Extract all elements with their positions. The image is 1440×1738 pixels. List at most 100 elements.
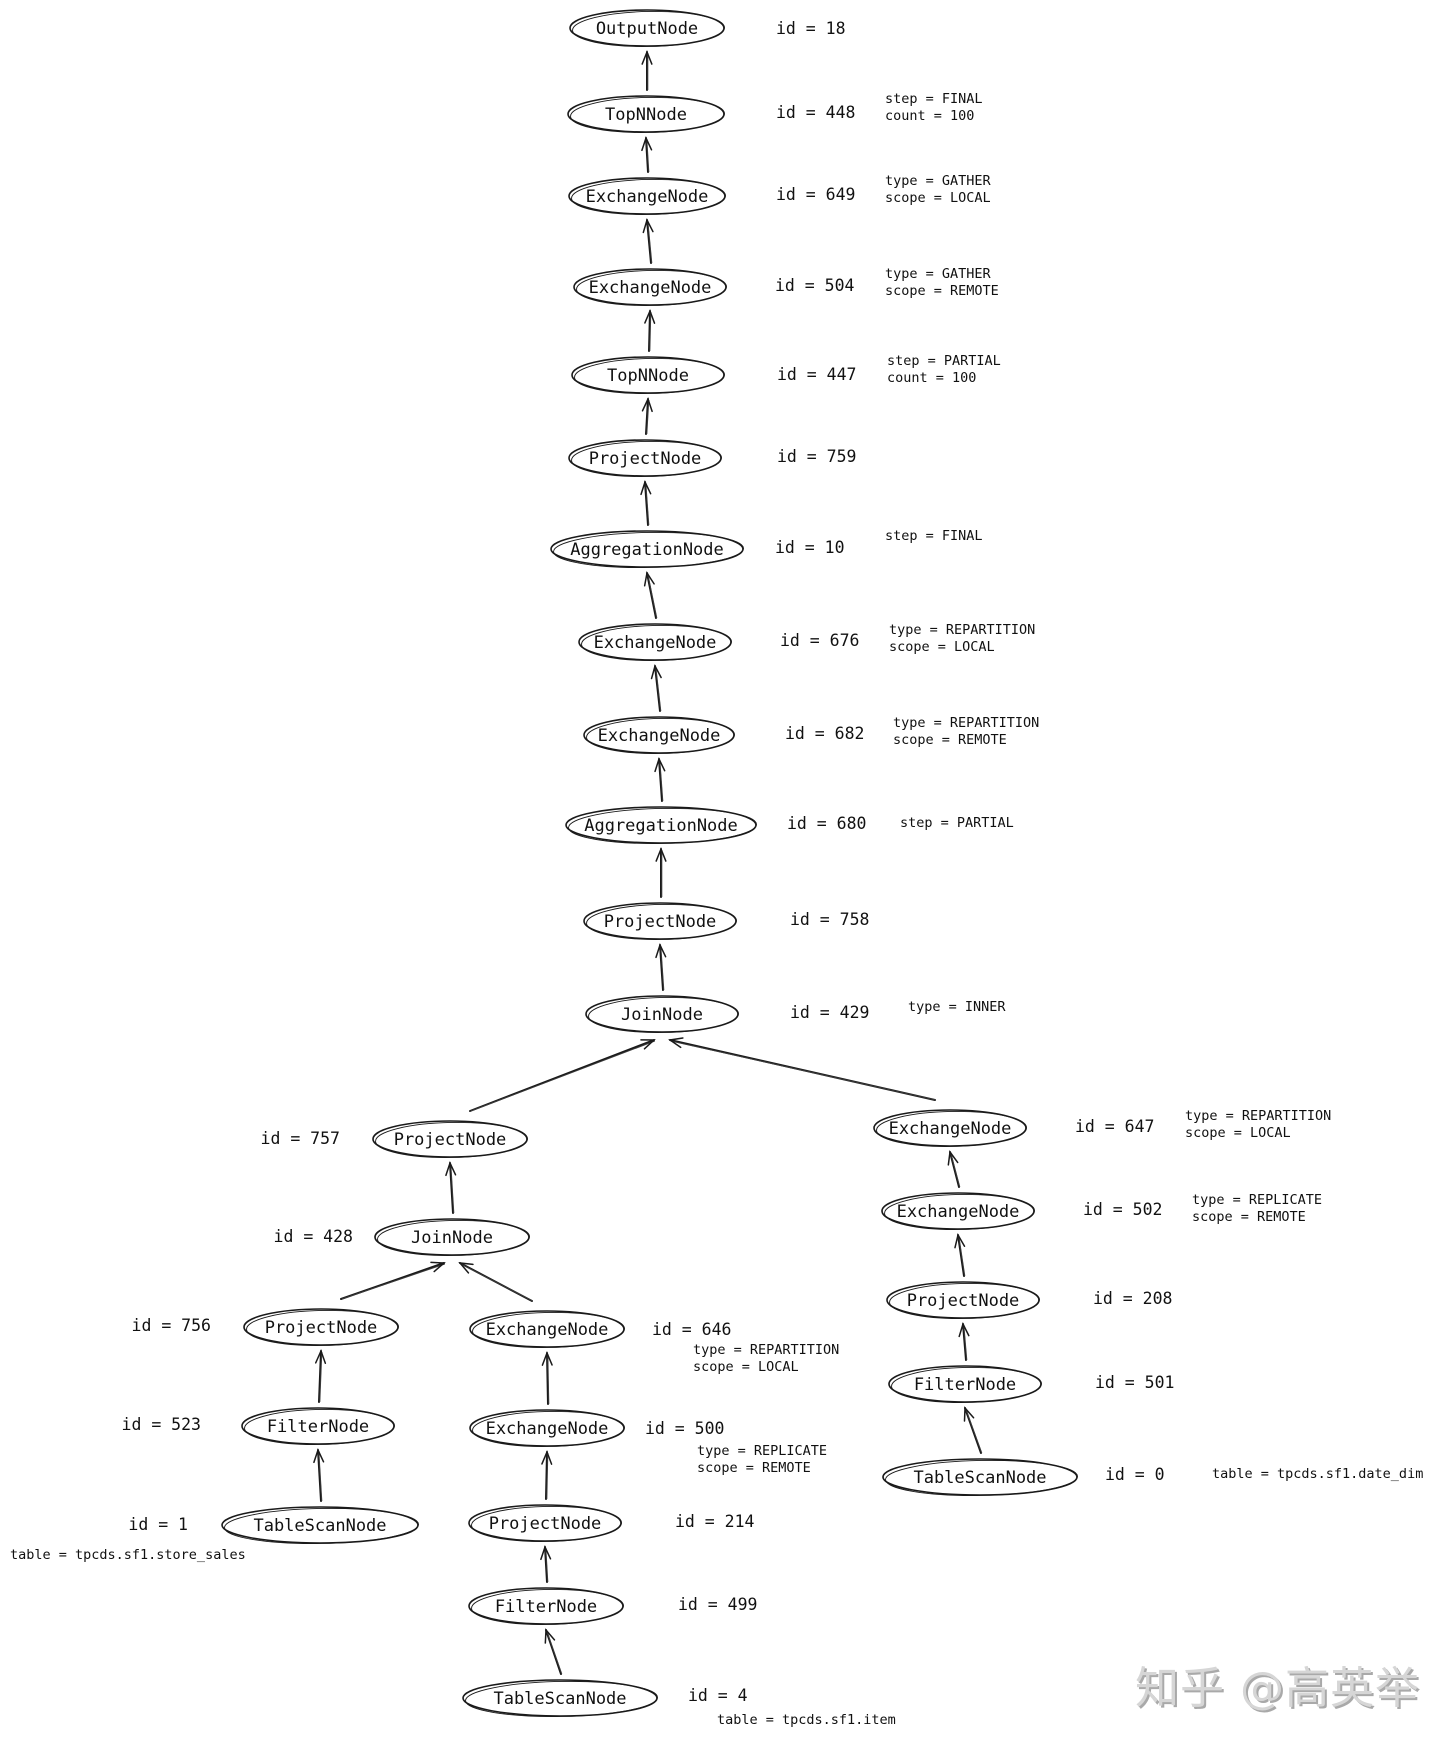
plan-node-project-208[interactable]: ProjectNode (886, 1281, 1040, 1320)
edge-arrow (654, 756, 666, 802)
plan-node-output-18[interactable]: OutputNode (569, 9, 725, 48)
node-ellipse-sketch (472, 1311, 625, 1348)
edge-line (644, 481, 649, 526)
node-ellipse (565, 806, 757, 844)
edge-line-sketch (950, 1152, 961, 1188)
node-ellipse-sketch (572, 10, 725, 47)
plan-node-project-758[interactable]: ProjectNode (583, 902, 737, 941)
plan-node-exchange-676[interactable]: ExchangeNode (578, 623, 732, 662)
node-name: ProjectNode (604, 912, 717, 932)
edge-arrow (642, 217, 654, 264)
node-name: ExchangeNode (598, 726, 721, 746)
node-ellipse (374, 1218, 530, 1256)
plan-node-join-429[interactable]: JoinNode (585, 995, 739, 1034)
node-attribute: count = 100 (887, 370, 976, 386)
arrowhead-icon (641, 49, 653, 65)
node-name: ProjectNode (394, 1130, 507, 1150)
plan-node-tablescan-0[interactable]: TableScanNode (882, 1458, 1078, 1497)
arrowhead-icon (541, 1449, 553, 1465)
node-ellipse-sketch (570, 96, 725, 133)
node-ellipse-sketch (465, 1680, 658, 1718)
arrowhead-icon (642, 217, 654, 234)
edge-arrow (954, 1232, 966, 1277)
plan-node-aggregation-10[interactable]: AggregationNode (550, 530, 744, 569)
plan-node-topn-448[interactable]: TopNNode (567, 95, 725, 134)
node-name: AggregationNode (584, 816, 738, 836)
edge-line-sketch (647, 220, 653, 264)
edge-line-sketch (546, 1452, 549, 1500)
arrowhead-icon (954, 1232, 966, 1249)
edge-arrow (947, 1150, 961, 1188)
edge-line (654, 665, 661, 712)
node-ellipse-sketch (586, 717, 735, 754)
edge-line (962, 1323, 967, 1361)
node-ellipse-sketch (876, 1110, 1027, 1147)
node-id-label: id = 429 (790, 1003, 869, 1022)
plan-node-tablescan-4[interactable]: TableScanNode (462, 1679, 658, 1718)
plan-node-topn-447[interactable]: TopNNode (571, 356, 725, 395)
plan-node-project-756[interactable]: ProjectNode (243, 1308, 399, 1347)
edge-line-sketch (341, 1263, 445, 1300)
plan-node-exchange-649[interactable]: ExchangeNode (568, 177, 726, 216)
node-id-label: id = 756 (132, 1316, 211, 1335)
node-attribute: type = INNER (908, 999, 1006, 1015)
node-ellipse (583, 902, 737, 940)
node-attribute: table = tpcds.sf1.date_dim (1212, 1466, 1423, 1482)
edge-arrow (541, 1449, 553, 1500)
node-name: FilterNode (495, 1597, 597, 1617)
node-name: TableScanNode (253, 1516, 386, 1536)
plan-node-filter-501[interactable]: FilterNode (888, 1365, 1042, 1404)
edge-arrow (541, 1350, 553, 1405)
plan-node-project-214[interactable]: ProjectNode (468, 1504, 622, 1543)
node-ellipse (568, 439, 722, 477)
node-ellipse (583, 716, 735, 754)
edge-arrow (641, 135, 653, 173)
edge-arrow (650, 663, 662, 712)
plan-node-exchange-504[interactable]: ExchangeNode (573, 268, 727, 307)
plan-node-join-428[interactable]: JoinNode (374, 1218, 530, 1257)
node-ellipse (569, 9, 725, 47)
node-attribute: type = REPARTITION (889, 622, 1035, 638)
edge-arrow (445, 1160, 457, 1214)
edge-line-sketch (655, 666, 662, 712)
edge-line (449, 1162, 454, 1214)
plan-node-exchange-502[interactable]: ExchangeNode (881, 1192, 1035, 1231)
node-ellipse (568, 177, 726, 215)
arrowhead-icon (430, 1261, 446, 1273)
node-id-label: id = 214 (675, 1512, 755, 1531)
node-name: AggregationNode (570, 540, 724, 560)
edge-line-sketch (646, 138, 650, 173)
edge-line (544, 1546, 548, 1583)
node-name: ExchangeNode (586, 187, 709, 207)
plan-node-exchange-500[interactable]: ExchangeNode (469, 1409, 625, 1448)
node-id-label: id = 500 (645, 1419, 724, 1438)
edge-line-sketch (319, 1351, 323, 1403)
edge-arrow (469, 1039, 656, 1112)
node-ellipse-sketch (889, 1282, 1040, 1319)
arrowhead-icon (540, 1544, 552, 1561)
node-ellipse (886, 1281, 1040, 1319)
edges-layer (313, 49, 983, 1675)
arrowhead-icon (458, 1262, 474, 1274)
node-id-label: id = 0 (1105, 1465, 1165, 1484)
edge-arrow (655, 942, 667, 991)
edge-arrow (643, 571, 658, 619)
plan-node-exchange-647[interactable]: ExchangeNode (873, 1109, 1027, 1148)
edge-line-sketch (547, 1353, 550, 1405)
plan-node-filter-523[interactable]: FilterNode (241, 1407, 395, 1446)
plan-node-exchange-682[interactable]: ExchangeNode (583, 716, 735, 755)
plan-node-exchange-646[interactable]: ExchangeNode (469, 1310, 625, 1349)
node-ellipse-sketch (571, 440, 722, 477)
plan-node-filter-499[interactable]: FilterNode (468, 1587, 624, 1626)
edge-arrow (641, 396, 653, 435)
edge-line (545, 1451, 548, 1500)
plan-node-project-757[interactable]: ProjectNode (372, 1120, 528, 1159)
arrowhead-icon (541, 1350, 553, 1366)
node-id-label: id = 646 (652, 1320, 731, 1339)
plan-node-aggregation-680[interactable]: AggregationNode (565, 806, 757, 845)
plan-node-project-759[interactable]: ProjectNode (568, 439, 722, 478)
edge-arrow (458, 1262, 534, 1302)
node-ellipse (243, 1308, 399, 1346)
plan-node-tablescan-1[interactable]: TableScanNode (221, 1506, 419, 1545)
arrowhead-icon (650, 663, 662, 680)
